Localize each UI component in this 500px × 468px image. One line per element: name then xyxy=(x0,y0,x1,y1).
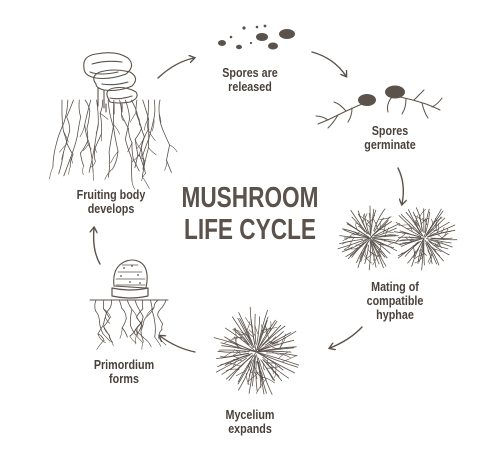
spores-icon xyxy=(218,24,295,50)
label-spores-germinate-line-1: Spores xyxy=(371,124,409,138)
germinating-spores-icon xyxy=(315,85,443,129)
label-mating-line-3: hyphae xyxy=(376,308,414,322)
title-line-2: LIFE CYCLE xyxy=(184,214,316,246)
label-primordium-line-1: Primordium xyxy=(93,358,155,372)
label-spores-germinate-line-2: germinate xyxy=(364,138,416,152)
fruiting-body-icon xyxy=(49,52,178,190)
label-fruiting-body: Fruiting body develops xyxy=(64,188,159,216)
arrow-spores-to-germinate xyxy=(311,51,346,76)
arrow-mating-to-mycelium xyxy=(330,326,363,348)
arrow-primordium-to-fruiting xyxy=(94,228,101,265)
label-fruiting-body-line-2: develops xyxy=(87,202,135,216)
label-primordium-line-2: forms xyxy=(109,372,139,386)
label-primordium: Primordium forms xyxy=(81,358,167,386)
label-spores-released-line-1: Spores are xyxy=(222,66,278,80)
primordium-icon xyxy=(89,259,169,350)
mycelium-icon xyxy=(213,306,300,395)
label-mating-line-1: Mating of xyxy=(371,280,419,294)
label-spores-released: Spores are released xyxy=(207,66,293,94)
label-mycelium-line-1: Mycelium xyxy=(225,408,275,422)
label-mycelium-line-2: expands xyxy=(228,422,272,436)
arrow-mycelium-to-primordium xyxy=(160,336,196,353)
label-spores-germinate: Spores germinate xyxy=(347,124,433,152)
title-line-1: MUSHROOM xyxy=(181,182,319,214)
label-mating: Mating of compatible hyphae xyxy=(348,280,443,322)
arrow-germinate-to-mating xyxy=(397,167,403,204)
label-mycelium: Mycelium expands xyxy=(207,408,293,436)
label-spores-released-line-2: released xyxy=(228,80,272,94)
label-fruiting-body-line-1: Fruiting body xyxy=(76,188,146,202)
arrow-fruiting-to-spores xyxy=(157,58,194,79)
diagram-title: MUSHROOM LIFE CYCLE xyxy=(180,182,320,246)
cycle-arrows xyxy=(94,51,404,353)
label-mating-line-2: compatible xyxy=(366,294,424,308)
mating-hyphae-icon xyxy=(337,205,458,271)
